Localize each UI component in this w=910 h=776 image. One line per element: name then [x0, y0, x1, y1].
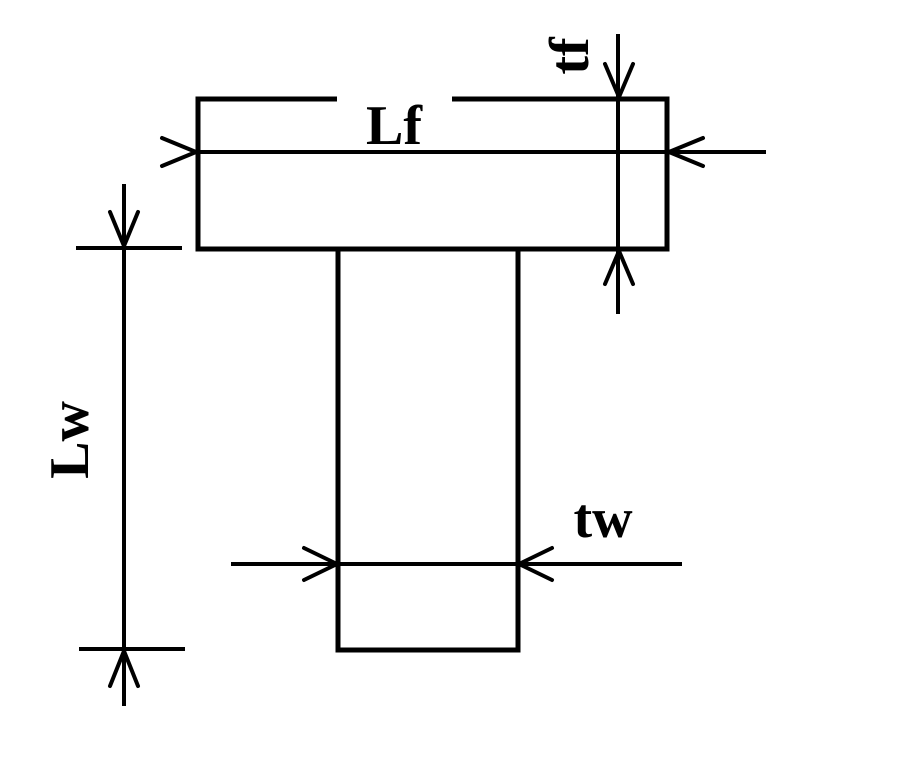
flange-thickness-dimension — [603, 34, 635, 314]
label-tf: tf — [539, 36, 601, 75]
flange-length-dimension — [160, 136, 766, 168]
label-lf: Lf — [366, 95, 423, 157]
label-lw: Lw — [39, 401, 101, 479]
flange-outline — [195, 96, 670, 252]
label-tw: tw — [573, 488, 633, 550]
web-thickness-dimension — [231, 546, 682, 582]
web-outline — [335, 249, 521, 653]
web-length-dimension — [76, 184, 185, 706]
